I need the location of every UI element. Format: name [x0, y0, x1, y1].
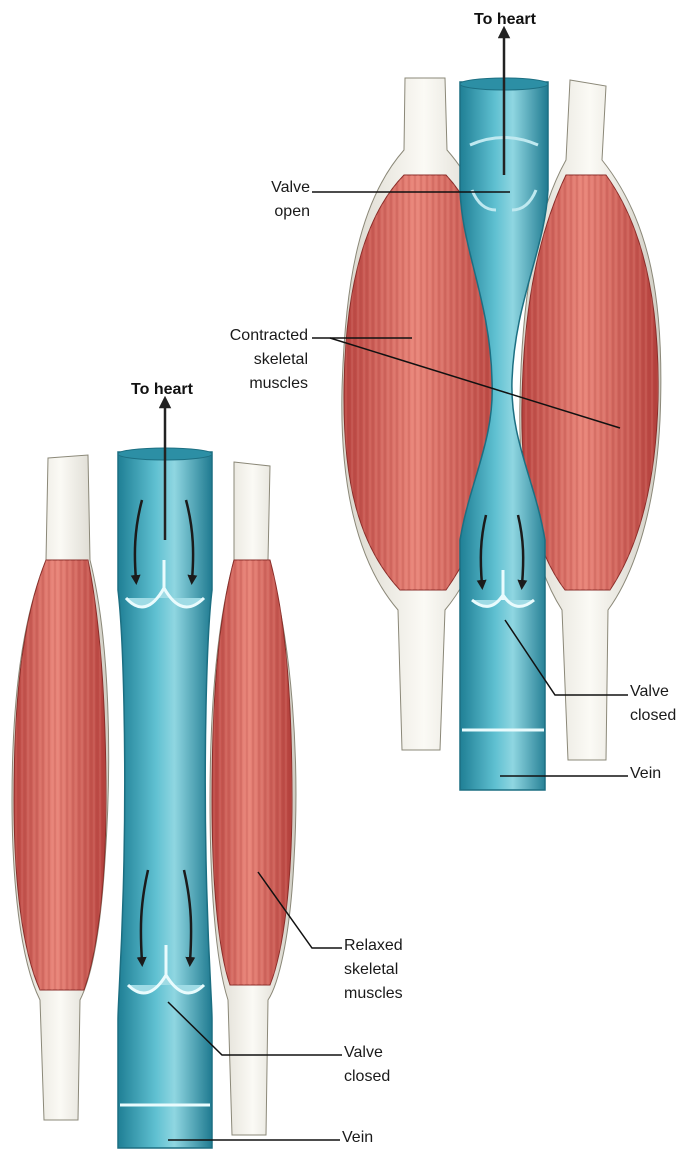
contracted-muscles-label-line1: Contracted	[230, 327, 308, 344]
relaxed-right-muscle	[210, 462, 296, 1135]
contracted-vein-label: Vein	[630, 765, 661, 782]
relaxed-muscles-label-line2: skeletal	[344, 961, 398, 978]
contracted-valve-closed-label-line2: closed	[630, 707, 676, 724]
contracted-muscles-label-line2: skeletal	[254, 351, 308, 368]
valve-open-label-line1: Valve	[271, 179, 310, 196]
contracted-to-heart-label: To heart	[474, 11, 537, 28]
relaxed-vein	[118, 448, 212, 1148]
relaxed-group: To heart Relaxed skeletal muscles Valve …	[12, 381, 403, 1148]
contracted-valve-closed-label-line1: Valve	[630, 683, 669, 700]
contracted-group: To heart Valve open Contracted skeletal …	[230, 11, 677, 790]
relaxed-valve-closed-label-line1: Valve	[344, 1044, 383, 1061]
relaxed-left-muscle	[12, 455, 109, 1120]
valve-open-label-line2: open	[274, 203, 310, 220]
relaxed-vein-label: Vein	[342, 1129, 373, 1146]
relaxed-muscles-label-line1: Relaxed	[344, 937, 403, 954]
relaxed-valve-closed-label-line2: closed	[344, 1068, 390, 1085]
relaxed-to-heart-label: To heart	[131, 381, 194, 398]
relaxed-muscles-label-line3: muscles	[344, 985, 403, 1002]
contracted-muscles-label-line3: muscles	[249, 375, 308, 392]
